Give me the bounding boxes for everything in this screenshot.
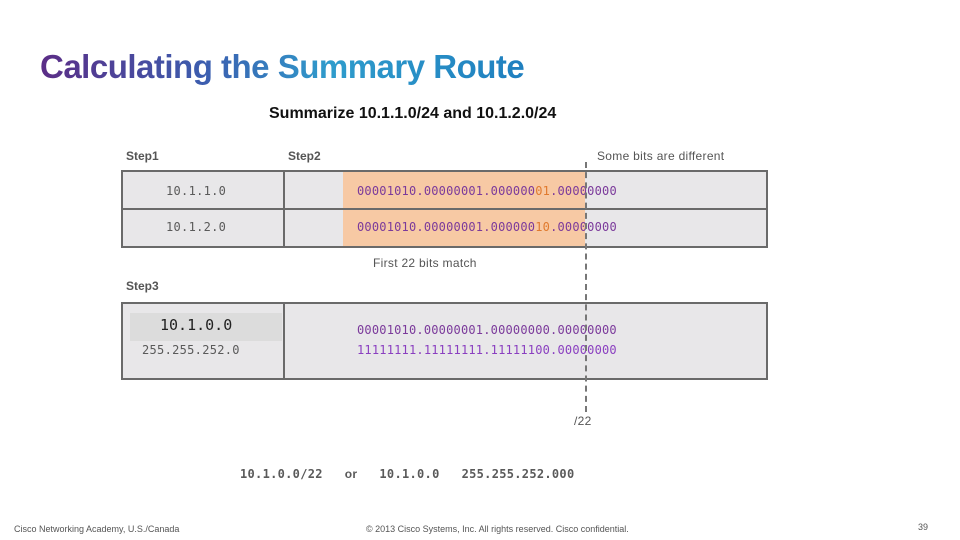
row1-bin-match: 00001010.00000001.000000 [357, 184, 536, 198]
addresses-row-divider [121, 208, 768, 210]
summary-network-binary: 00001010.00000001.00000000.00000000 [357, 323, 617, 337]
row2-bin-rest: .00000000 [550, 220, 617, 234]
row1-bin-diff: 01 [535, 184, 551, 198]
footer-copyright: © 2013 Cisco Systems, Inc. All rights re… [366, 524, 629, 534]
slide-title: Calculating the Summary Route [40, 48, 525, 85]
footer-left: Cisco Networking Academy, U.S./Canada [14, 524, 180, 534]
summary-network: 10.1.0.0 [160, 316, 233, 334]
prefix-label: /22 [574, 414, 592, 428]
summary-divider [283, 302, 285, 380]
note-bits-different: Some bits are different [597, 149, 725, 163]
slide-subtitle: Summarize 10.1.1.0/24 and 10.1.2.0/24 [269, 105, 557, 122]
step2-label: Step2 [288, 149, 321, 163]
result-line: 10.1.0.0/22 or 10.1.0.0 255.255.252.000 [240, 467, 596, 481]
row1-binary: 00001010.00000001.00000001.00000000 [357, 184, 617, 198]
row1-bin-rest: .00000000 [550, 184, 617, 198]
result-or: or [344, 467, 358, 481]
result-network: 10.1.0.0 [379, 467, 440, 481]
summary-network-field [130, 313, 282, 341]
row2-binary: 00001010.00000001.00000010.00000000 [357, 220, 617, 234]
summary-mask-binary: 11111111.11111111.11111100.00000000 [357, 343, 617, 357]
result-cidr: 10.1.0.0/22 [240, 467, 323, 481]
result-mask: 255.255.252.000 [461, 467, 575, 481]
step3-label: Step3 [126, 279, 159, 293]
page-number: 39 [918, 522, 929, 532]
prefix-boundary-line [585, 162, 587, 412]
note-bits-match: First 22 bits match [373, 256, 477, 270]
summary-mask: 255.255.252.0 [142, 343, 240, 357]
row2-address: 10.1.2.0 [166, 220, 227, 234]
row1-address: 10.1.1.0 [166, 184, 227, 198]
step1-label: Step1 [126, 149, 159, 163]
row2-bin-diff: 10 [535, 220, 551, 234]
row2-bin-match: 00001010.00000001.000000 [357, 220, 536, 234]
